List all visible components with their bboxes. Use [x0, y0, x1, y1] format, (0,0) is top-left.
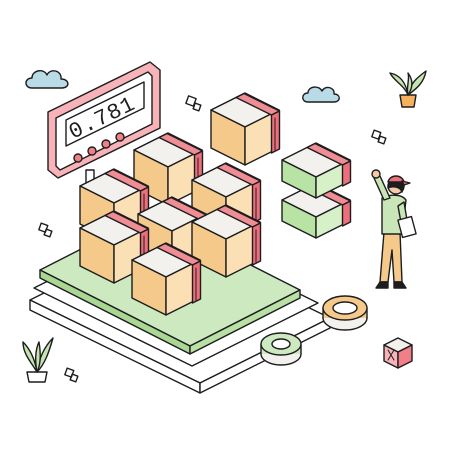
scale-button: [115, 132, 125, 142]
plant-icon: [22, 337, 54, 383]
cloud-icon: [302, 86, 340, 103]
scale-button: [101, 139, 111, 149]
plant-icon: [389, 70, 427, 108]
tape-roll-icon: [322, 295, 368, 331]
cube-icon: [38, 95, 387, 383]
worker: [371, 169, 417, 289]
scale-display: 0.781: [47, 61, 161, 179]
floating-parcel: [210, 92, 281, 166]
cloud-icon: [25, 70, 69, 89]
scale-button: [87, 146, 97, 156]
scale-button: [73, 153, 83, 163]
green-parcel-stack: [281, 142, 352, 239]
small-box: [383, 337, 413, 369]
tape-roll-icon: [260, 332, 302, 366]
